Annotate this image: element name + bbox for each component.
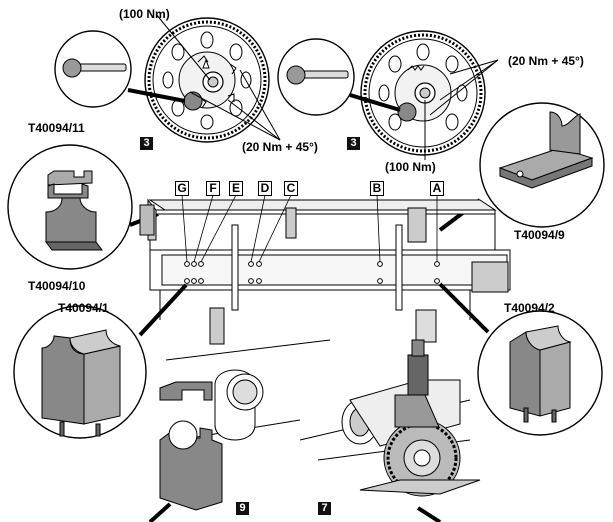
tool-t40094-10-magnifier <box>7 144 159 270</box>
position-marker-c: C <box>284 181 298 196</box>
tool-label-t40094-9: T40094/9 <box>514 228 565 242</box>
position-marker-b: B <box>370 181 384 196</box>
tool-t40094-9-magnifier <box>438 102 605 232</box>
position-marker-g: G <box>175 181 189 196</box>
torque-label-100-left: (100 Nm) <box>119 7 170 21</box>
right-camshaft-sprocket <box>360 30 486 156</box>
torque-label-20-left: (20 Nm + 45°) <box>242 140 318 154</box>
right-pin-magnifier <box>277 38 401 116</box>
left-pin-magnifier <box>54 30 186 108</box>
position-marker-d: D <box>258 181 272 196</box>
callout-number-3-left: 3 <box>140 137 153 150</box>
tool-label-t40094-11: T40094/11 <box>28 121 85 135</box>
tool-t40094-1-magnifier <box>13 283 188 439</box>
camshaft-clamp-detail <box>148 339 331 522</box>
callout-number-7: 7 <box>318 502 331 515</box>
position-marker-a: A <box>430 181 444 196</box>
tool-label-t40094-2: T40094/2 <box>504 301 555 315</box>
callout-number-3-right: 3 <box>347 137 360 150</box>
callout-number-9: 9 <box>236 502 249 515</box>
camshaft-gear-gauge-detail <box>299 339 481 522</box>
cylinder-head-frame <box>139 194 511 345</box>
tool-label-t40094-1: T40094/1 <box>58 301 109 315</box>
left-camshaft-sprocket <box>144 17 270 143</box>
tool-t40094-2-magnifier <box>438 282 603 436</box>
position-marker-e: E <box>229 181 243 196</box>
torque-label-100-right: (100 Nm) <box>385 160 436 174</box>
torque-label-20-right: (20 Nm + 45°) <box>508 54 584 68</box>
tool-label-t40094-10: T40094/10 <box>28 279 86 293</box>
position-marker-f: F <box>206 181 220 196</box>
